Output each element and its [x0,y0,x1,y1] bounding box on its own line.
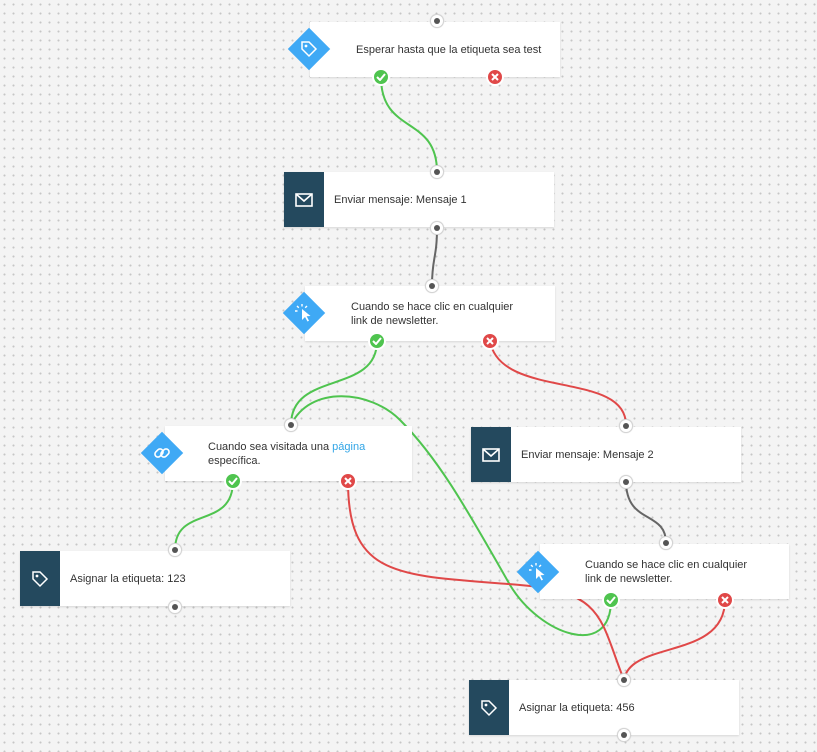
input-port[interactable] [619,419,633,433]
yes-branch-port[interactable] [224,472,242,490]
close-icon [491,73,499,81]
condition-diamond [517,551,559,593]
condition-diamond [141,432,183,474]
node-click-link-1[interactable]: Cuando se hace clic en cualquier link de… [305,286,555,341]
input-port[interactable] [168,543,182,557]
envelope-icon [482,447,500,462]
node-label: Asignar la etiqueta: 123 [70,572,186,585]
check-icon [376,73,386,81]
input-port[interactable] [659,536,673,550]
input-port[interactable] [425,279,439,293]
node-label: Cuando se hace clic en cualquier link de… [351,300,514,327]
node-wait-tag[interactable]: Esperar hasta que la etiqueta sea test [310,22,560,77]
connector-click2-no-to-tag456 [623,599,726,681]
connector-click1-yes-to-visit [290,340,378,426]
output-port[interactable] [617,728,631,742]
cursor-click-icon [295,304,311,322]
check-icon [606,596,616,604]
output-port[interactable] [168,600,182,614]
tag-icon [481,699,498,716]
input-port[interactable] [617,673,631,687]
check-icon [228,477,238,485]
no-branch-port[interactable] [486,68,504,86]
node-click-link-2[interactable]: Cuando se hace clic en cualquier link de… [540,544,789,599]
chain-link-icon [154,448,170,458]
input-port[interactable] [430,14,444,28]
input-port[interactable] [284,418,298,432]
action-block [284,172,324,227]
node-send-message-2[interactable]: Enviar mensaje: Mensaje 2 [471,427,741,482]
connector-msg1-to-click1 [431,227,438,286]
node-send-message-1[interactable]: Enviar mensaje: Mensaje 1 [284,172,554,227]
action-block [20,551,60,606]
close-icon [721,596,729,604]
action-block [471,427,511,482]
close-icon [344,477,352,485]
node-label: Esperar hasta que la etiqueta sea test [356,43,542,56]
label-text: específica. [208,454,261,467]
connector-wait-yes-to-msg1 [380,76,438,173]
node-label: Enviar mensaje: Mensaje 2 [521,448,654,461]
connector-visit-yes-to-tag123 [174,480,234,551]
no-branch-port[interactable] [481,332,499,350]
envelope-icon [295,192,313,207]
node-label: Cuando se hace clic en cualquier link de… [585,558,748,585]
page-link[interactable]: página [332,440,366,453]
cursor-click-icon [529,563,545,581]
yes-branch-port[interactable] [602,591,620,609]
yes-branch-port[interactable] [368,332,386,350]
node-label: Cuando sea visitada una página específic… [208,440,398,468]
label-text: Cuando sea visitada una [208,440,333,453]
node-label: Enviar mensaje: Mensaje 1 [334,193,467,206]
close-icon [486,337,494,345]
tag-icon [301,41,318,58]
check-icon [372,337,382,345]
action-block [469,680,509,735]
output-port[interactable] [430,221,444,235]
node-label: Asignar la etiqueta: 456 [519,701,635,714]
tag-icon [32,570,49,587]
yes-branch-port[interactable] [372,68,390,86]
condition-diamond [283,292,325,334]
input-port[interactable] [430,165,444,179]
no-branch-port[interactable] [339,472,357,490]
no-branch-port[interactable] [716,591,734,609]
connector-click1-no-to-msg2 [489,340,627,426]
output-port[interactable] [619,475,633,489]
node-assign-tag-456[interactable]: Asignar la etiqueta: 456 [469,680,739,735]
connector-msg2-to-click2 [625,480,667,544]
node-assign-tag-123[interactable]: Asignar la etiqueta: 123 [20,551,290,606]
node-visit-page[interactable]: Cuando sea visitada una página específic… [165,426,412,481]
condition-diamond [288,28,330,70]
